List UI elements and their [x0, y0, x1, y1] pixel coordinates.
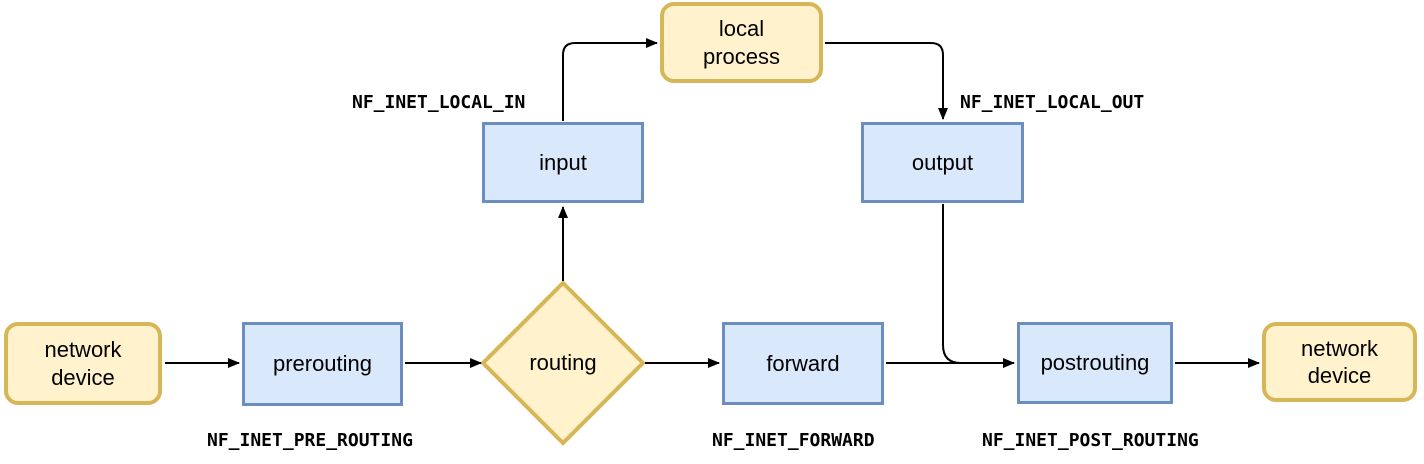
node-prerouting-label: prerouting — [272, 351, 373, 377]
hook-label-nf-inet-local-in: NF_INET_LOCAL_IN — [352, 92, 526, 113]
hook-label-nf-inet-post-routing: NF_INET_POST_ROUTING — [982, 430, 1199, 451]
node-network-device-in: network device — [4, 322, 162, 405]
node-local-process: local process — [660, 2, 823, 83]
node-prerouting: prerouting — [242, 322, 403, 406]
node-postrouting: postrouting — [1017, 322, 1173, 404]
routing-diamond-shape — [480, 280, 646, 446]
node-forward-label: forward — [766, 350, 840, 376]
node-network-device-in-label: network device — [44, 337, 122, 390]
hook-label-nf-inet-pre-routing: NF_INET_PRE_ROUTING — [207, 430, 413, 451]
node-network-device-out-label: network device — [1300, 335, 1379, 389]
hook-label-nf-inet-local-out: NF_INET_LOCAL_OUT — [960, 92, 1145, 113]
node-output-label: output — [911, 149, 974, 175]
node-input-label: input — [539, 149, 587, 175]
edge-input-to-localprocess — [562, 38, 658, 121]
node-postrouting-label: postrouting — [1040, 350, 1150, 376]
node-output: output — [861, 122, 1024, 203]
node-network-device-out: network device — [1262, 322, 1417, 402]
node-forward: forward — [722, 322, 884, 405]
edge-output-to-postrouting — [942, 204, 962, 364]
hook-label-nf-inet-forward: NF_INET_FORWARD — [712, 430, 875, 451]
node-routing: routing — [483, 283, 643, 443]
edge-localprocess-to-output — [825, 42, 948, 120]
node-input: input — [482, 122, 644, 203]
node-routing-label: routing — [529, 350, 597, 376]
node-local-process-label: local process — [702, 16, 781, 69]
